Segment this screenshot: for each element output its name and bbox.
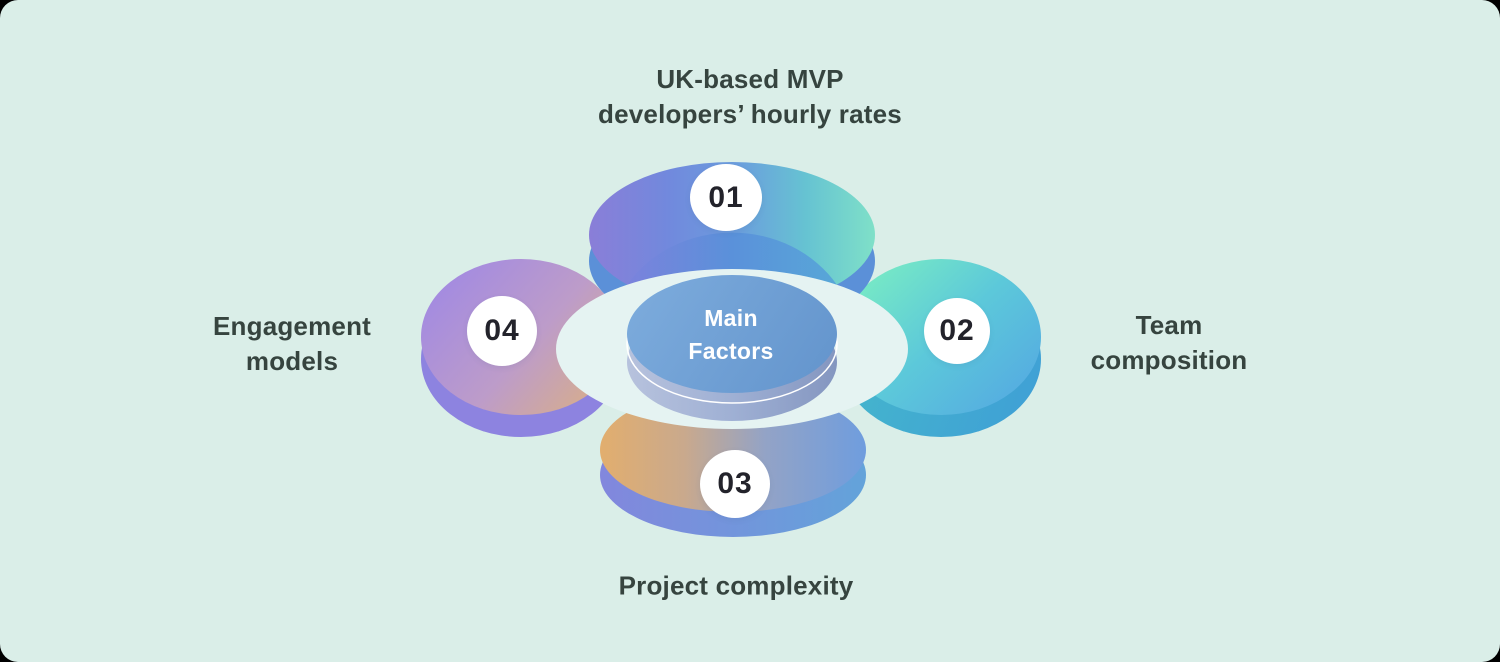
center-cylinder-face xyxy=(627,275,837,393)
top-petal-rim-band xyxy=(627,232,837,285)
factor-label-bottom-line1: Project complexity xyxy=(618,570,854,601)
badge-02: 02 xyxy=(924,298,990,364)
factor-label-right: Team composition xyxy=(1091,308,1248,378)
badge-01: 01 xyxy=(690,164,762,231)
factor-label-right-line2: composition xyxy=(1090,345,1248,375)
factor-label-top-line1: UK-based MVP xyxy=(656,64,844,94)
factor-label-bottom: Project complexity xyxy=(619,569,854,604)
badge-03: 03 xyxy=(700,450,770,518)
factor-label-left-line2: models xyxy=(245,346,339,376)
factor-label-left: Engagement models xyxy=(213,309,371,379)
factor-label-right-line1: Team xyxy=(1135,310,1203,340)
factor-label-top-line2: developers’ hourly rates xyxy=(598,99,902,129)
center-label-line2: Factors xyxy=(688,338,774,364)
factor-label-left-line1: Engagement xyxy=(212,311,372,341)
center-label-line1: Main xyxy=(704,305,758,331)
badge-04: 04 xyxy=(467,296,537,366)
center-label: Main Factors xyxy=(688,302,773,368)
factor-label-top: UK-based MVP developers’ hourly rates xyxy=(598,62,902,132)
